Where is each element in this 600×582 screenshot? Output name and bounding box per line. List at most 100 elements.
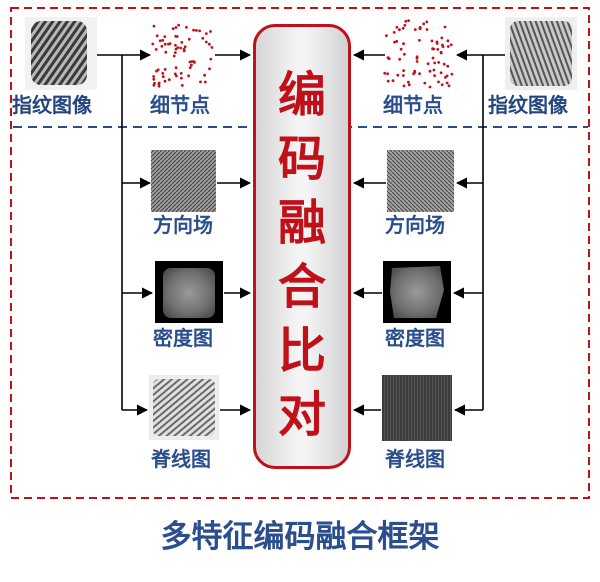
minutia-point: [155, 34, 159, 38]
minutia-point: [174, 66, 178, 70]
minutia-point: [183, 45, 187, 49]
minutia-point: [432, 47, 436, 51]
minutia-point: [175, 74, 178, 78]
minutia-point: [383, 71, 387, 75]
minutia-point: [439, 51, 443, 55]
minutia-point: [171, 27, 175, 31]
minutia-point: [198, 29, 202, 33]
minutia-point: [163, 79, 167, 83]
minutia-point: [151, 42, 155, 46]
minutia-point: [387, 57, 391, 61]
ridge-map-label-right: 脊线图: [385, 447, 445, 471]
minutia-point: [180, 76, 183, 80]
minutia-point: [418, 72, 421, 76]
minutia-point: [203, 73, 207, 77]
encoding-fusion-matching-box: 编码融合比对: [253, 24, 351, 469]
minutia-point: [393, 40, 396, 44]
ridge-map-image-left: [149, 375, 219, 440]
minutia-point: [413, 69, 417, 73]
minutia-point: [437, 80, 440, 84]
minutiae-label-right: 细节点: [383, 93, 443, 117]
minutia-point: [403, 23, 407, 27]
minutia-point: [449, 43, 453, 47]
orientation-field-image-right: [387, 150, 454, 212]
minutia-point: [392, 31, 396, 34]
minutia-point: [161, 75, 165, 79]
minutia-point: [164, 50, 168, 54]
minutia-point: [179, 46, 183, 50]
minutia-point: [187, 74, 191, 78]
minutia-point: [407, 80, 410, 84]
minutia-point: [167, 78, 171, 81]
density-map-image-right: [383, 261, 451, 323]
minutia-point: [415, 55, 419, 59]
minutiae-image-right: [383, 19, 454, 89]
minutia-point: [179, 72, 183, 75]
minutia-point: [195, 29, 198, 32]
minutia-point: [172, 54, 176, 58]
minutia-point: [152, 24, 156, 28]
minutia-point: [209, 30, 212, 33]
minutia-point: [190, 60, 194, 63]
minutia-point: [204, 32, 208, 35]
minutia-point: [404, 19, 408, 23]
minutia-point: [426, 62, 430, 66]
minutia-point: [395, 25, 399, 29]
fingerprint-image-left: [25, 17, 97, 90]
minutia-point: [402, 74, 405, 77]
minutia-point: [152, 75, 156, 78]
minutia-point: [158, 39, 162, 43]
orientation-field-label-right: 方向场: [385, 213, 445, 237]
minutia-point: [450, 72, 454, 76]
minutia-point: [173, 51, 177, 54]
minutia-point: [199, 80, 202, 84]
density-map-label-right: 密度图: [385, 326, 445, 350]
minutia-point: [436, 48, 440, 51]
minutia-point: [422, 22, 426, 26]
minutia-point: [430, 39, 434, 43]
fingerprint-image-right: [505, 17, 577, 90]
minutia-point: [433, 61, 437, 65]
encoding-fusion-matching-label: 编码融合比对: [277, 67, 326, 443]
minutia-point: [176, 46, 180, 49]
minutia-point: [415, 60, 419, 63]
minutia-point: [154, 48, 158, 51]
minutia-point: [435, 40, 439, 44]
minutia-point: [385, 34, 388, 37]
minutia-point: [180, 41, 184, 44]
minutia-point: [431, 56, 435, 60]
minutia-point: [182, 49, 186, 53]
right-connectors: [352, 49, 505, 416]
minutia-point: [432, 68, 436, 72]
minutia-point: [399, 47, 403, 51]
density-map-image-left: [155, 261, 223, 323]
minutia-point: [433, 74, 436, 77]
minutia-point: [428, 85, 432, 89]
ridge-map-label-left: 脊线图: [151, 447, 211, 471]
fingerprint-label-left: 指纹图像: [12, 93, 92, 117]
minutia-point: [442, 62, 446, 66]
minutia-point: [210, 46, 214, 49]
minutia-point: [439, 71, 443, 75]
minutia-point: [152, 83, 156, 87]
minutia-point: [418, 38, 421, 42]
minutia-point: [185, 25, 188, 29]
minutia-point: [423, 81, 427, 85]
minutia-point: [208, 67, 211, 71]
minutia-point: [188, 66, 192, 69]
minutia-point: [163, 42, 167, 46]
minutia-point: [201, 36, 205, 40]
minutia-point: [208, 42, 211, 46]
minutia-point: [444, 76, 447, 79]
minutia-point: [437, 61, 441, 64]
left-connectors: [97, 49, 252, 416]
minutia-point: [157, 82, 161, 86]
minutia-point: [441, 45, 445, 48]
minutia-point: [395, 40, 399, 43]
minutia-point: [402, 42, 405, 46]
framework-dashed-border: [10, 7, 590, 499]
minutia-point: [443, 25, 447, 29]
minutia-point: [177, 23, 181, 27]
minutia-point: [152, 77, 156, 81]
